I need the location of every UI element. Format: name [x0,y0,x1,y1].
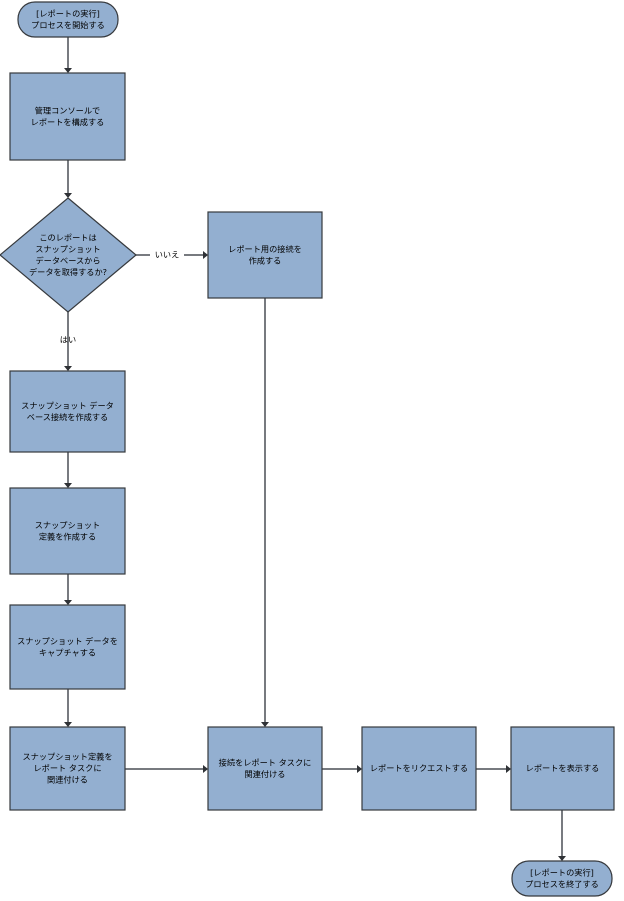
edge-definition-to-capture [64,574,72,605]
node-label-line: データを取得するか? [29,267,107,277]
edge-arrowhead [357,765,362,773]
node-label-line: このレポートは [39,232,96,242]
node-label-line: レポートを構成する [31,117,105,127]
decision-diamond[interactable] [0,197,137,313]
edge-arrowhead [506,765,511,773]
process-box[interactable] [207,726,323,811]
node-label-line: 関連付ける [47,775,88,785]
process-box[interactable] [9,370,126,453]
edge-arrowhead [64,68,72,73]
node-display-report[interactable]: レポートを表示する [510,726,615,811]
edge-label: いいえ [155,250,180,260]
edge-decision-no-to-connection: いいえ [136,250,179,260]
edge-capture-to-associate-definition [64,689,72,727]
process-box[interactable] [361,726,477,811]
node-label-line: [レポートの実行] [530,867,594,877]
node-label-line: [レポートの実行] [36,8,100,18]
edge-request-to-display [476,765,511,773]
node-label-line: プロセスを開始する [31,20,105,30]
edge-start-to-configure [64,37,72,73]
edge-associate-connection-to-request [322,765,362,773]
node-label-line: スナップショット データ [21,400,114,410]
edge-configure-to-decision [64,160,72,198]
node-label-line: スナップショット定義を [22,752,112,762]
node-label-line: 定義を作成する [39,531,96,541]
process-box[interactable] [9,604,126,690]
process-box[interactable] [9,72,126,161]
edge-arrowhead [64,483,72,488]
node-label-line: 管理コンソールで [35,105,101,115]
edge-display-to-end [558,810,566,861]
edge-decision-no-arrow-segment [184,251,208,259]
node-label-line: 接続をレポート タスクに [219,757,312,767]
node-label-line: 作成する [249,255,282,265]
node-label-line: 関連付ける [245,769,286,779]
edge-arrowhead [203,251,208,259]
edge-arrowhead [64,600,72,605]
edge-connection-to-associate-connection [261,298,269,727]
edge-arrowhead [64,366,72,371]
node-label-line: スナップショット [35,520,101,530]
terminator-shape[interactable] [511,860,613,897]
process-box[interactable] [9,726,126,811]
process-box[interactable] [207,211,323,299]
edge-label: はい [60,335,76,345]
node-end[interactable]: [レポートの実行] プロセスを終了する [511,860,613,897]
node-label-line: スナップショット [35,244,101,254]
node-label-line: レポートをリクエストする [370,763,468,773]
edge-arrowhead [64,193,72,198]
node-request-report[interactable]: レポートをリクエストする [361,726,477,811]
node-label-line: レポートを表示する [526,763,600,773]
node-label-line: データベースから [35,255,100,265]
node-label-line: プロセスを終了する [525,879,599,889]
edge-arrowhead [558,856,566,861]
node-label-line: キャプチャする [39,647,96,657]
edge-associate-definition-to-associate-connection [125,765,208,773]
node-label-line: レポート用の接続を [228,244,302,254]
process-box[interactable] [9,487,126,575]
edge-snapshotdb-to-definition [64,452,72,488]
edge-arrowhead [261,722,269,727]
node-label-line: ベース接続を作成する [27,412,108,422]
edge-arrowhead [64,722,72,727]
node-start[interactable]: [レポートの実行] プロセスを開始する [17,1,119,38]
node-label-line: レポート タスクに [33,763,101,773]
node-label-line: スナップショット データを [17,636,118,646]
terminator-shape[interactable] [17,1,119,38]
edge-decision-yes-to-snapshot-db: はい [60,312,76,371]
process-box[interactable] [510,726,615,811]
edge-arrowhead [203,765,208,773]
